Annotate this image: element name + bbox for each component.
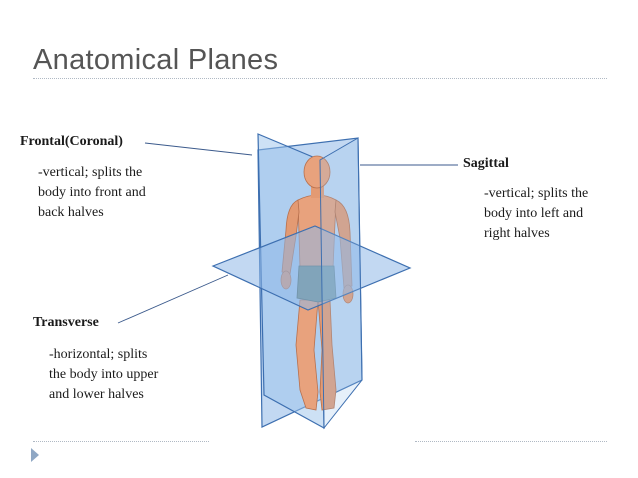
- transverse-desc-line: and lower halves: [49, 387, 144, 402]
- frontal-heading: Frontal(Coronal): [20, 134, 123, 149]
- transverse-plane: [211, 225, 412, 311]
- transverse-desc-line: the body into upper: [49, 367, 159, 382]
- frontal-desc-line: -vertical; splits the: [38, 165, 143, 180]
- head: [303, 155, 331, 189]
- sagittal-desc-line: body into left and: [484, 206, 584, 221]
- footer-divider-left: [33, 441, 209, 442]
- frontal-desc-line: back halves: [38, 205, 104, 220]
- frontal-desc-line: body into front and: [38, 185, 146, 200]
- footer-divider-right: [415, 441, 607, 442]
- sagittal-desc-line: -vertical; splits the: [484, 186, 589, 201]
- transverse-leader-line: [117, 274, 229, 324]
- title-divider: [33, 78, 607, 79]
- sagittal-description: -vertical; splits the body into left and…: [484, 184, 588, 244]
- transverse-description: -horizontal; splits the body into upper …: [49, 345, 158, 405]
- sagittal-heading: Sagittal: [463, 156, 509, 171]
- sagittal-desc-line: right halves: [484, 226, 550, 241]
- left-leg: [295, 299, 319, 411]
- transverse-desc-line: -horizontal; splits: [49, 347, 148, 362]
- transverse-heading: Transverse: [33, 315, 99, 330]
- frontal-leader-line: [144, 142, 253, 156]
- frontal-plane-front: [319, 137, 363, 430]
- frontal-description: -vertical; splits the body into front an…: [38, 163, 146, 223]
- triangle-bullet-icon: [31, 448, 39, 462]
- slide-title: Anatomical Planes: [33, 44, 279, 76]
